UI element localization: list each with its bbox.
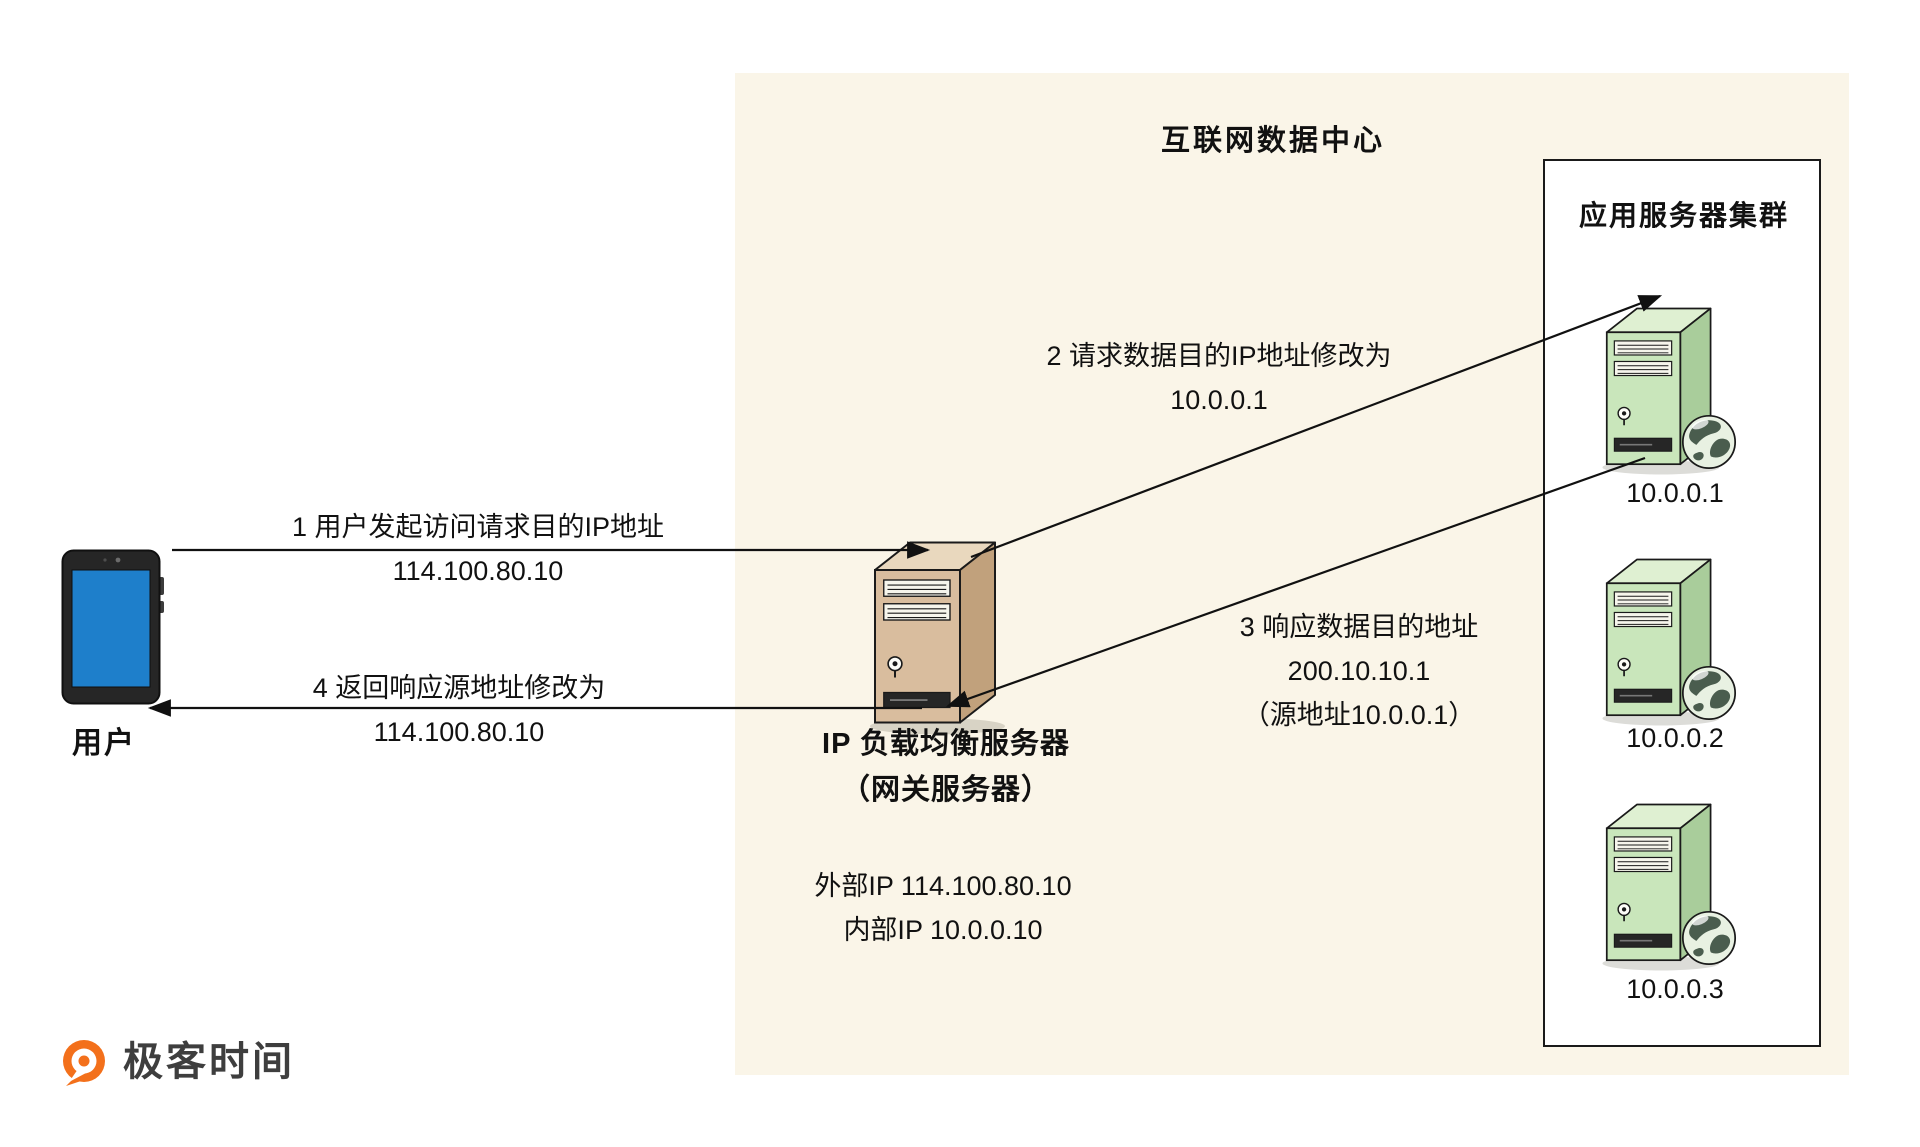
load-balancer-ips: 外部IP 114.100.80.10 内部IP 10.0.0.10 <box>814 864 1071 952</box>
user-device <box>61 549 165 705</box>
arrow-2-label-line-1: 2 请求数据目的IP地址修改为 <box>1046 341 1392 371</box>
app-server-1-ip: 10.0.0.1 <box>1626 478 1724 508</box>
arrow-1-label: 1 用户发起访问请求目的IP地址 114.100.80.10 <box>292 505 664 593</box>
arrow-4-label-line-2: 114.100.80.10 <box>373 717 545 747</box>
arrow-1-label-line-1: 1 用户发起访问请求目的IP地址 <box>291 512 665 542</box>
tablet-icon <box>61 549 165 705</box>
app-server-3-ip: 10.0.0.3 <box>1626 974 1724 1004</box>
user-label: 用户 <box>72 727 136 760</box>
app-server-3 <box>1598 798 1748 973</box>
globe-icon <box>1678 410 1740 472</box>
arrow-2-label: 2 请求数据目的IP地址修改为 10.0.0.1 <box>1046 334 1391 422</box>
arrow-4-label: 4 返回响应源地址修改为 114.100.80.10 <box>313 666 606 754</box>
geektime-logo: 极客时间 <box>59 1037 295 1087</box>
arrow-3-label: 3 响应数据目的地址 200.10.10.1 （源地址10.0.0.1） <box>1240 605 1479 737</box>
cluster-title: 应用服务器集群 <box>1578 200 1790 231</box>
arrow-4-label-line-1: 4 返回响应源地址修改为 <box>312 673 606 703</box>
arrow-3-label-line-2: 200.10.10.1 <box>1287 656 1431 686</box>
app-server-2-ip: 10.0.0.2 <box>1626 723 1724 753</box>
tower-server-icon <box>865 535 1015 735</box>
idc-title: 互联网数据中心 <box>1160 125 1386 157</box>
load-balancer-internal-ip: 内部IP 10.0.0.10 <box>843 915 1043 945</box>
globe-icon <box>1678 906 1740 968</box>
load-balancer-server <box>865 535 1015 735</box>
app-server-1 <box>1598 302 1748 477</box>
geektime-logo-icon <box>63 1040 105 1086</box>
arrow-1-label-line-2: 114.100.80.10 <box>392 556 564 586</box>
load-balancer-name: IP 负载均衡服务器 （网关服务器） <box>822 721 1070 813</box>
arrow-2-label-line-2: 10.0.0.1 <box>1170 385 1268 415</box>
app-server-cluster-box: 应用服务器集群 10.0.0.1 10.0.0.2 10.0.0.3 <box>1543 159 1821 1047</box>
load-balancer-name-line-1: IP 负载均衡服务器 <box>822 728 1070 760</box>
geektime-logo-text: 极客时间 <box>123 1040 295 1084</box>
arrow-3-label-line-3: （源地址10.0.0.1） <box>1242 700 1476 730</box>
arrow-3-label-line-1: 3 响应数据目的地址 <box>1239 612 1479 642</box>
app-server-2 <box>1598 553 1748 728</box>
globe-icon <box>1678 661 1740 723</box>
load-balancer-external-ip: 外部IP 114.100.80.10 <box>814 871 1072 901</box>
load-balancer-name-line-2: （网关服务器） <box>840 774 1051 806</box>
